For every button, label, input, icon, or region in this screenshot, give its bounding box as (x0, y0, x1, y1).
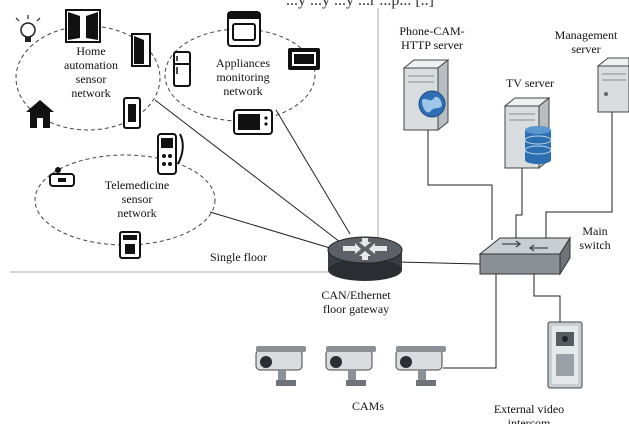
router-icon (327, 236, 403, 281)
link-switch-cams (443, 274, 497, 369)
link-phonecam-switch (427, 130, 493, 240)
cctv-camera-icon (255, 346, 306, 386)
management-server-label: Management server (554, 28, 618, 56)
microwave-icon (233, 109, 273, 135)
header-fragment: ...y ...y ...y ...r ...p... [..] (286, 0, 434, 9)
wall-switch-icon (123, 97, 141, 129)
main-switch-label: Main switch (579, 224, 611, 252)
video-intercom-icon (547, 321, 583, 389)
single-floor-label: Single floor (210, 250, 267, 264)
link-management-switch (545, 104, 613, 240)
appliances-label: Appliances monitoring network (216, 56, 270, 98)
cctv-camera-icon (325, 346, 376, 386)
link-gateway-switch (397, 261, 481, 265)
connection-lines (154, 99, 613, 369)
fridge-icon (173, 51, 191, 87)
server-globe-icon (402, 58, 450, 132)
sensor-device-icon (49, 167, 75, 187)
tv-server-label: TV server (505, 76, 555, 90)
home-automation-network-boundary (15, 25, 161, 131)
telemedicine-label: Telemedicine sensor network (104, 178, 170, 220)
phone-cam-server-label: Phone-CAM- HTTP server (399, 24, 465, 52)
link-appliances-gateway (275, 109, 351, 235)
window-icon (65, 9, 101, 43)
oven-icon (227, 11, 261, 47)
external-intercom-label: External video intercom (493, 402, 565, 424)
server-icon (596, 57, 629, 113)
lightbulb-icon (15, 15, 41, 42)
gateway-label: CAN/Ethernet floor gateway (321, 288, 391, 316)
door-icon (131, 33, 151, 67)
link-tvserver-switch (515, 162, 523, 240)
house-icon (26, 100, 54, 128)
link-telemedicine-gateway (209, 211, 331, 249)
server-database-icon (503, 96, 552, 170)
cctv-camera-icon (395, 346, 446, 386)
telephone-icon (119, 231, 141, 259)
tv-icon (288, 48, 320, 70)
health-monitor-icon (157, 133, 184, 175)
network-switch-icon (478, 236, 571, 276)
home-automation-label: Home automation sensor network (64, 44, 118, 100)
link-home-gateway (154, 99, 341, 243)
link-switch-intercom (533, 274, 561, 322)
cams-label: CAMs (351, 399, 384, 413)
